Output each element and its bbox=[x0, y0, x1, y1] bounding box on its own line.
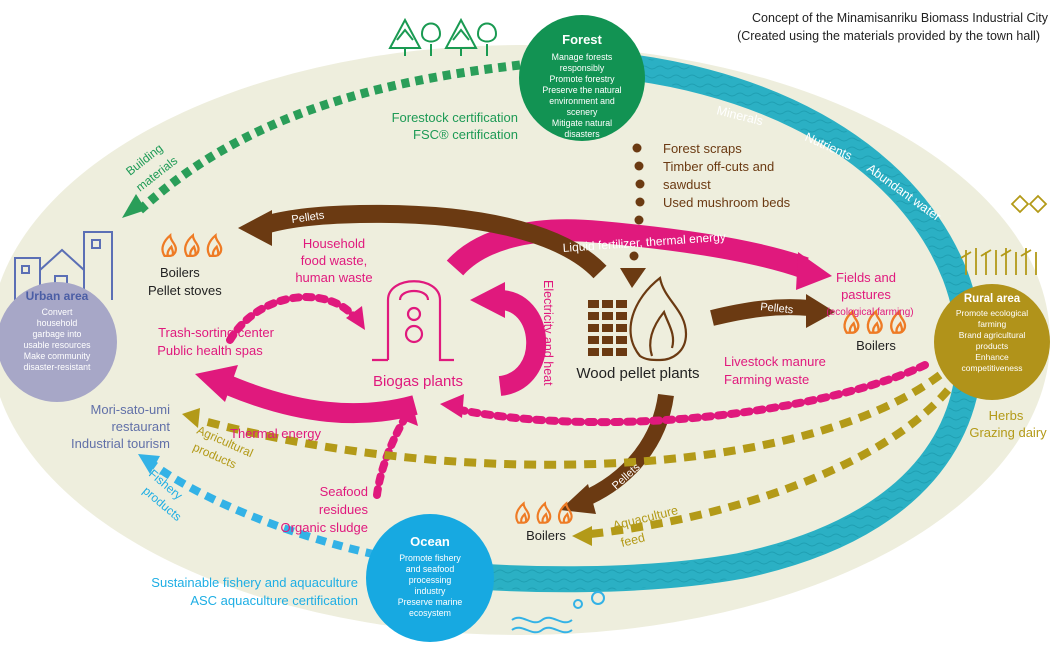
electricity-heat-label: Electricity and heat bbox=[541, 280, 555, 386]
forest-line: Promote forestry bbox=[549, 74, 615, 84]
seafood-label: Seafood bbox=[320, 484, 368, 499]
ocean-title: Ocean bbox=[410, 534, 450, 549]
household-label: human waste bbox=[295, 270, 372, 285]
trash-sorting-label: Trash-sorting center bbox=[158, 325, 275, 340]
seafood-label: residues bbox=[319, 502, 369, 517]
forest-line: environment and bbox=[549, 96, 615, 106]
wave-icon bbox=[511, 591, 605, 634]
wood-pellet-plants-label: Wood pellet plants bbox=[576, 365, 699, 382]
forest-cert-label: Forestock certification bbox=[392, 110, 518, 125]
rural-line: farming bbox=[978, 319, 1007, 329]
ocean-line: processing bbox=[409, 575, 452, 585]
livestock-waste-arrow bbox=[456, 361, 929, 427]
urban-node: Urban area Convert household garbage int… bbox=[0, 282, 117, 402]
tree-icon bbox=[388, 17, 498, 56]
boilers-rural-label: Boilers bbox=[856, 338, 896, 353]
rural-line: Enhance bbox=[975, 352, 1009, 362]
ecological-farming-label: (ecological farming) bbox=[826, 307, 913, 318]
mori-sato-umi-label: restaurant bbox=[111, 419, 170, 434]
building-materials-arrow bbox=[136, 60, 521, 214]
forest-scraps-label: Forest scraps bbox=[663, 141, 742, 156]
livestock-label: Livestock manure bbox=[724, 354, 826, 369]
liquid-fertilizer-arrow bbox=[446, 219, 832, 290]
forest-line: disasters bbox=[564, 129, 600, 139]
ocean-line: ecosystem bbox=[409, 608, 451, 618]
livestock-label: Farming waste bbox=[724, 372, 809, 387]
boilers-ocean-label: Boilers bbox=[526, 528, 566, 543]
crop-icon bbox=[960, 194, 1048, 275]
urban-title: Urban area bbox=[26, 289, 89, 303]
rural-line: products bbox=[976, 341, 1009, 351]
ocean-node: Ocean Promote fishery and seafood proces… bbox=[366, 514, 494, 642]
trash-sorting-label: Public health spas bbox=[157, 343, 263, 358]
mori-sato-umi-label: Industrial tourism bbox=[71, 436, 170, 451]
pellets-urban-label: Pellets bbox=[291, 209, 326, 226]
forest-scraps-label: Used mushroom beds bbox=[663, 195, 791, 210]
sustainable-fishery-label: Sustainable fishery and aquaculture bbox=[151, 575, 358, 590]
forest-node: Forest Manage forests responsibly Promot… bbox=[519, 15, 645, 141]
forest-line: Manage forests bbox=[552, 52, 613, 62]
pellets-urban-arrow bbox=[238, 204, 607, 279]
ocean-line: Preserve marine bbox=[398, 597, 463, 607]
fields-label: Fields and bbox=[836, 270, 896, 285]
rural-line: Brand agricultural bbox=[959, 330, 1026, 340]
pellet-icon bbox=[588, 276, 688, 362]
ocean-line: and seafood bbox=[406, 564, 455, 574]
ocean-line: Promote fishery bbox=[399, 553, 461, 563]
sustainable-fishery-label: ASC aquaculture certification bbox=[190, 593, 358, 608]
boilers-urban-label: Pellet stoves bbox=[148, 283, 222, 298]
header-title: Concept of the Minamisanriku Biomass Ind… bbox=[752, 11, 1049, 25]
pellets-rural-label: Pellets bbox=[760, 301, 795, 316]
fishery-products-arrow bbox=[147, 458, 393, 562]
forest-title: Forest bbox=[562, 32, 602, 47]
aquaculture-feed-arrow bbox=[589, 387, 952, 538]
urban-line: garbage into bbox=[33, 329, 82, 339]
rural-title: Rural area bbox=[964, 293, 1021, 305]
thermal-energy-label: Thermal energy bbox=[230, 426, 322, 441]
aquaculture-feed-label: feed bbox=[619, 530, 646, 549]
forest-scraps-label: sawdust bbox=[663, 177, 711, 192]
boilers-urban-label: Boilers bbox=[160, 265, 200, 280]
pellets-ocean-arrow bbox=[560, 393, 674, 514]
river-band bbox=[442, 49, 983, 593]
forest-line: Mitigate natural bbox=[552, 118, 612, 128]
forest-line: scenery bbox=[567, 107, 598, 117]
ocean-line: industry bbox=[415, 586, 446, 596]
urban-line: Make community bbox=[24, 351, 91, 361]
rural-line: Promote ecological bbox=[956, 308, 1028, 318]
urban-line: disaster-resistant bbox=[24, 362, 92, 372]
forest-line: responsibly bbox=[560, 63, 605, 73]
pellets-rural-arrow bbox=[710, 294, 835, 328]
herbs-label: Herbs bbox=[989, 408, 1024, 423]
urban-line: Convert bbox=[42, 307, 73, 317]
biogas-loop-arrow bbox=[470, 282, 547, 396]
household-label: food waste, bbox=[301, 253, 368, 268]
household-waste-arrow bbox=[226, 293, 359, 344]
herbs-label: Grazing dairy bbox=[969, 425, 1047, 440]
agricultural-products-arrow bbox=[198, 371, 943, 469]
forest-line: Preserve the natural bbox=[542, 85, 621, 95]
biogas-icon bbox=[372, 280, 454, 362]
urban-line: household bbox=[37, 318, 78, 328]
forest-cert-label: FSC® certification bbox=[413, 127, 518, 142]
mori-sato-umi-label: Mori-sato-umi bbox=[91, 402, 171, 417]
forest-scraps-label: Timber off-cuts and bbox=[663, 159, 774, 174]
rural-node: Rural area Promote ecological farming Br… bbox=[934, 284, 1050, 400]
household-label: Household bbox=[303, 236, 365, 251]
header-subtitle: (Created using the materials provided by… bbox=[737, 29, 1040, 43]
thermal-energy-arrow bbox=[195, 365, 418, 424]
seafood-label: Organic sludge bbox=[281, 520, 368, 535]
biogas-plants-label: Biogas plants bbox=[373, 373, 463, 390]
fields-label: pastures bbox=[841, 287, 891, 302]
rural-line: competitiveness bbox=[962, 363, 1023, 373]
urban-line: usable resources bbox=[24, 340, 92, 350]
